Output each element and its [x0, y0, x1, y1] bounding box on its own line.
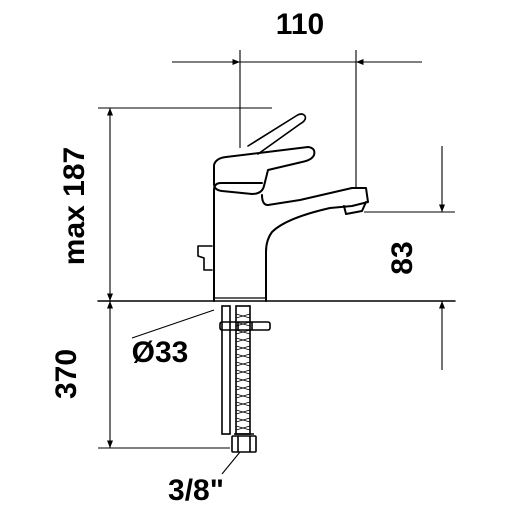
diameter-label: Ø33 — [132, 336, 189, 369]
fixing-plate — [219, 321, 271, 331]
dim-83-label: 83 — [386, 241, 419, 274]
hose-braid — [235, 313, 251, 431]
hose-left — [221, 305, 231, 435]
leader-connection — [221, 451, 241, 475]
dimension-lines — [98, 50, 455, 475]
faucet-outline — [97, 113, 456, 302]
lever-raised — [247, 113, 307, 155]
connection-nut — [231, 435, 257, 453]
popup-rod — [197, 245, 213, 271]
dim-110-label: 110 — [276, 8, 324, 41]
faucet-body — [213, 182, 369, 302]
lever-handle — [213, 146, 316, 195]
connection-label: 3/8" — [168, 474, 224, 507]
leader-diameter — [131, 309, 215, 339]
under-deck-assembly — [219, 305, 271, 453]
dim-370-label: 370 — [50, 349, 83, 399]
aerator — [343, 201, 367, 215]
dim-187-label: max 187 — [58, 147, 91, 265]
